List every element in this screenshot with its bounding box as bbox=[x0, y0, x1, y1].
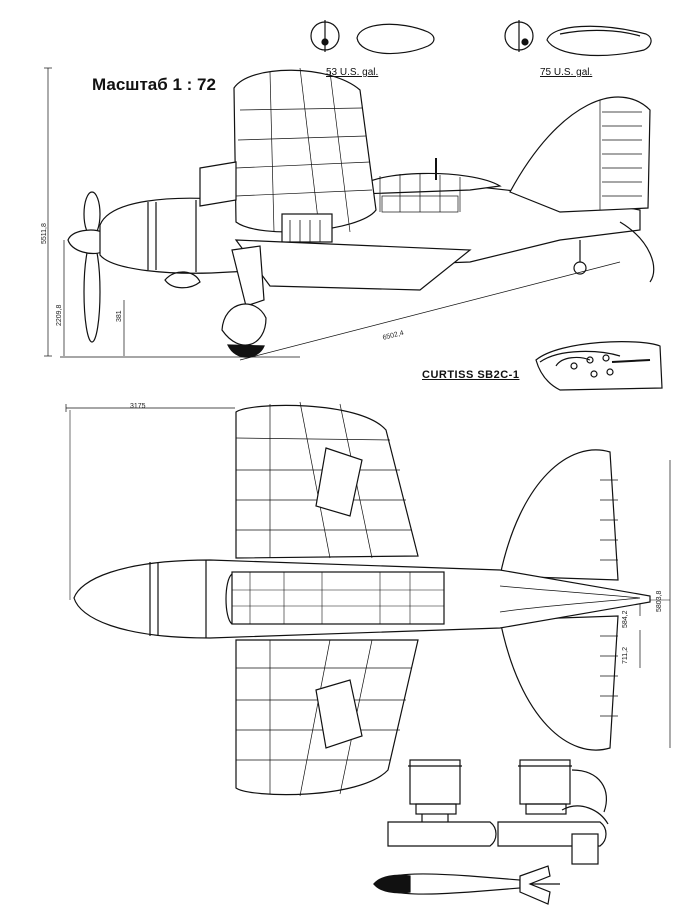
dim-tail-span: 5803,8 bbox=[656, 590, 663, 612]
tank-capacity-large: 75 U.S. gal. bbox=[540, 67, 593, 78]
bomb-rack-right bbox=[497, 759, 609, 865]
stabilizer-lower bbox=[499, 615, 619, 751]
drop-tank-large-views bbox=[504, 20, 652, 57]
dim-wheel-height: 381 bbox=[116, 310, 123, 322]
dim-nose-offset: 3175 bbox=[130, 403, 146, 410]
dim-prop-height: 2209,8 bbox=[56, 304, 63, 326]
bomb-bay-detail bbox=[535, 341, 663, 391]
main-wheel bbox=[227, 344, 265, 358]
propeller-lower bbox=[83, 241, 101, 343]
dim-total-height: 5511,8 bbox=[41, 223, 48, 244]
top-view bbox=[65, 401, 671, 797]
dim-tail-b: 711,2 bbox=[622, 647, 629, 664]
main-gear-side bbox=[231, 245, 265, 307]
scale-label: Масштаб 1 : 72 bbox=[92, 75, 216, 94]
cockpit-top bbox=[231, 571, 445, 625]
side-view bbox=[44, 67, 655, 361]
tank-capacity-small: 53 U.S. gal. bbox=[326, 67, 379, 78]
drop-tank-small-views bbox=[310, 20, 435, 55]
tail-fin-side bbox=[509, 96, 651, 213]
stabilizer-upper bbox=[499, 449, 619, 581]
folded-wing-side bbox=[233, 69, 377, 233]
bomb bbox=[373, 865, 560, 905]
dim-tail-a: 584,2 bbox=[622, 610, 629, 628]
aircraft-model-label: CURTISS SB2C-1 bbox=[422, 369, 520, 381]
bomb-rack-left bbox=[387, 759, 497, 847]
